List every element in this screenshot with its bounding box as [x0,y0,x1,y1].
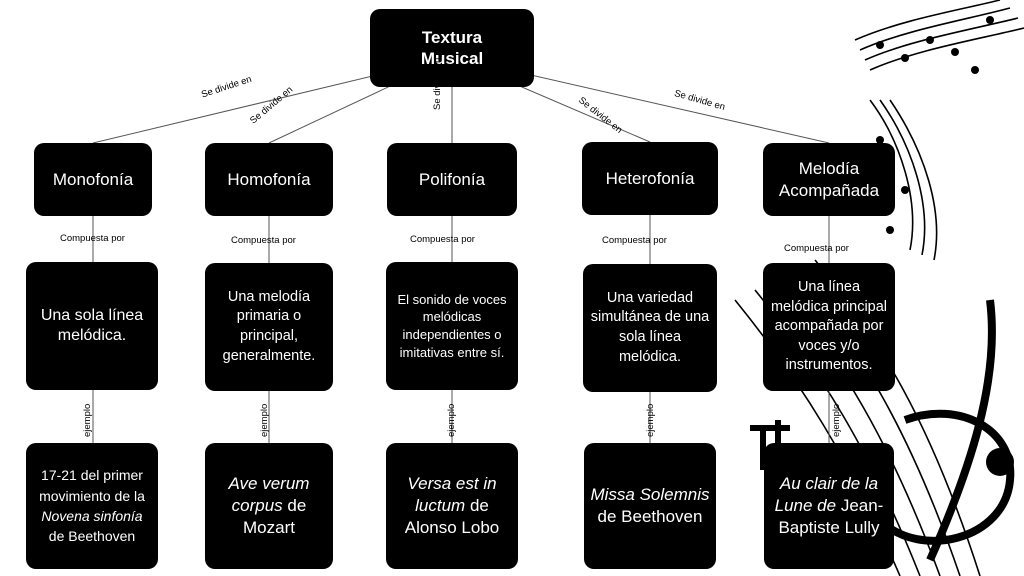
link-label: Se divide en [432,57,443,110]
root-title-line1: Textura [421,27,483,47]
example-text: Versa est in luctum de Alonso Lobo [404,473,500,538]
example-label: ejemplo [259,403,270,437]
composed-label: Compuesta por [784,243,849,254]
example-title: Au clair de la Lune de [774,473,879,515]
example-text: 17-21 del primer movimiento de la Novena… [39,467,145,545]
description-node: Una variedad simultánea de una sola líne… [583,264,717,392]
example-label: ejemplo [645,403,656,437]
example-node: 17-21 del primer movimiento de la Novena… [26,443,158,569]
music-notes-decoration [750,16,1014,476]
category-node: Polifonía [387,143,517,216]
example-node: Versa est in luctum de Alonso Lobo [386,443,518,569]
category-node: Melodía Acompañada [763,143,895,216]
example-title: Novena sinfonía [41,508,143,524]
example-node: Au clair de la Lune de Jean-Baptiste Lul… [764,443,894,569]
example-label: ejemplo [446,403,457,437]
example-node: Ave verum corpus de Mozart [205,443,333,569]
category-node: Homofonía [205,143,333,216]
description-node: Una melodía primaria o principal, genera… [205,263,333,391]
example-text: Au clair de la Lune de Jean-Baptiste Lul… [774,473,884,538]
composed-label: Compuesta por [602,235,667,246]
example-node: Missa Solemnis de Beethoven [584,443,716,569]
description-node: El sonido de voces melódicas independien… [386,262,518,390]
root-title-line2: Musical [420,49,484,68]
example-title: Missa Solemnis [590,484,710,504]
root-node: Textura Musical [370,9,534,87]
example-text: Missa Solemnis de Beethoven [590,484,710,526]
example-title: Versa est in luctum [407,473,497,515]
description-node: Una sola línea melódica. [26,262,158,390]
category-node: Heterofonía [582,142,718,215]
example-label: ejemplo [82,403,93,437]
example-title: Ave verum corpus [228,473,310,515]
example-text: Ave verum corpus de Mozart [228,473,310,538]
example-label: ejemplo [831,403,842,437]
description-node: Una línea melódica principal acompañada … [763,263,895,391]
category-node: Monofonía [34,143,152,216]
composed-label: Compuesta por [410,234,475,245]
composed-label: Compuesta por [231,235,296,246]
composed-label: Compuesta por [60,233,125,244]
